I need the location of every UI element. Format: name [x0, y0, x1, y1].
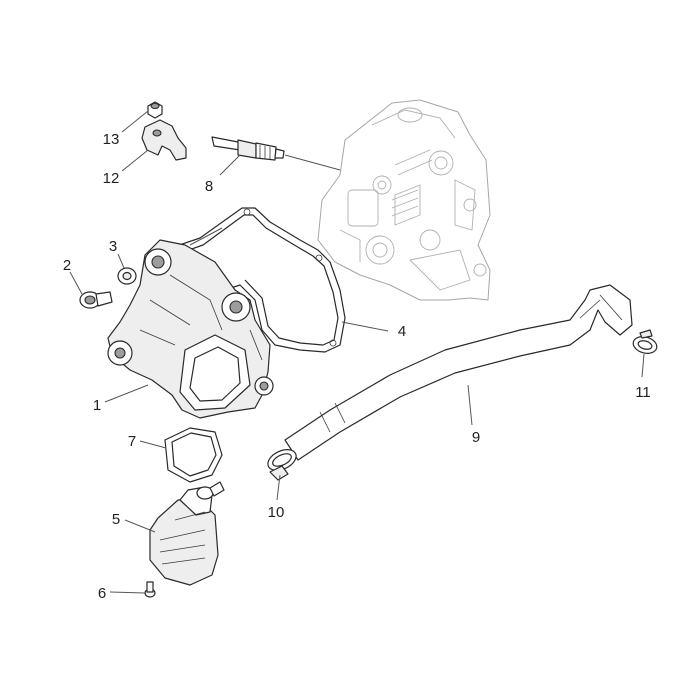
callout-12: 12: [103, 170, 120, 187]
leader-lines: [69, 110, 645, 594]
callout-labels: 1 2 3 4 5 6 7 8 9 10 11 12 13: [63, 131, 651, 602]
part-8-spark-plug: [211, 136, 285, 161]
callout-7: 7: [128, 433, 136, 450]
part-12-bracket: [141, 119, 187, 161]
callout-6: 6: [98, 585, 106, 602]
part-11-hose-clamp: [632, 329, 658, 354]
part-13-nut: [147, 101, 163, 119]
part-5-breather-housing: [149, 481, 225, 586]
callout-11: 11: [635, 384, 651, 401]
part-6-small-screw: [144, 581, 156, 598]
callout-2: 2: [63, 257, 71, 274]
part-2-screw: [79, 291, 113, 309]
callout-8: 8: [205, 178, 213, 195]
part-7-seal: [164, 427, 223, 483]
callout-1: 1: [93, 397, 101, 414]
part-3-washer: [117, 267, 137, 285]
part-9-breather-hose: [284, 284, 633, 461]
callout-5: 5: [112, 511, 120, 528]
callout-10: 10: [268, 504, 285, 521]
part-1-valve-cover: [107, 239, 274, 419]
callout-4: 4: [398, 323, 406, 340]
part-4-valve-cover-gasket: [149, 207, 346, 353]
callout-9: 9: [472, 429, 480, 446]
cylinder-head-ghost: [317, 99, 491, 301]
callout-3: 3: [109, 238, 117, 255]
part-10-hose-clamp: [267, 449, 297, 481]
callout-13: 13: [103, 131, 120, 148]
